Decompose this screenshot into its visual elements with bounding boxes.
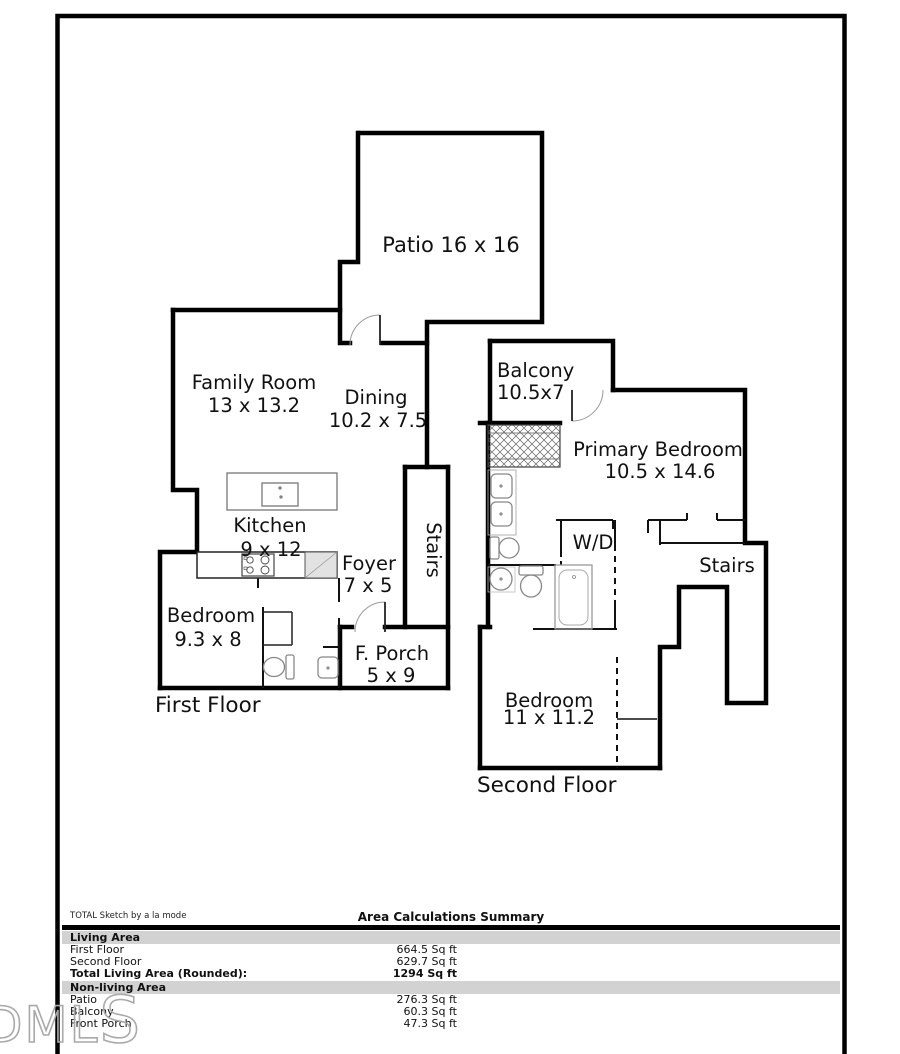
first-floor-interior-walls	[257, 578, 340, 688]
island-sink-icon	[261, 482, 299, 507]
label-bedroom2-dims: 11 x 11.2	[503, 706, 595, 729]
row-value: 47.3 Sq ft	[403, 1017, 457, 1030]
label-family-room: Family Room	[192, 371, 316, 394]
first-floor-bath	[262, 654, 339, 680]
row-value: 276.3 Sq ft	[396, 993, 457, 1006]
area-calculations-summary: TOTAL Sketch by a la mode Area Calculati…	[62, 908, 840, 1030]
second-floor-interior-walls	[488, 513, 745, 768]
table-row: Second Floor 629.7 Sq ft	[62, 956, 840, 968]
label-primary-bedroom: Primary Bedroom	[573, 438, 743, 461]
label-bedroom1-dims: 9.3 x 8	[174, 628, 241, 651]
label-bedroom2: Bedroom	[505, 689, 593, 712]
toilet-icon	[262, 654, 295, 680]
table-row: First Floor 664.5 Sq ft	[62, 944, 840, 956]
toilet2-icon	[518, 565, 544, 598]
first-floor-closet	[263, 611, 293, 646]
row-value: 60.3 Sq ft	[403, 1005, 457, 1018]
first-floor-walls	[157, 130, 545, 691]
label-family-room-dims: 13 x 13.2	[208, 394, 300, 417]
sink-icon	[317, 656, 339, 679]
stove-icon	[241, 553, 275, 577]
label-foyer-dims: 7 x 5	[344, 574, 393, 597]
label-primary-bedroom-dims: 10.5 x 14.6	[605, 460, 716, 483]
second-floor-walls	[477, 338, 769, 771]
row-label: First Floor	[70, 943, 125, 956]
section-header-living-area: Living Area	[62, 931, 840, 944]
shower-icon	[487, 424, 561, 468]
row-label: Second Floor	[70, 955, 142, 968]
label-wd: W/D	[573, 531, 614, 554]
row-label: Patio	[70, 993, 97, 1006]
label-balcony-dims: 10.5x7	[497, 381, 564, 404]
row-label: Total Living Area (Rounded):	[70, 967, 248, 980]
kitchen-island	[226, 472, 338, 511]
label-foyer: Foyer	[342, 552, 397, 575]
front-porch-door	[354, 601, 386, 633]
row-label: Balcony	[70, 1005, 114, 1018]
branding-text: TOTAL Sketch by a la mode	[70, 911, 187, 921]
divider-bar	[62, 925, 840, 930]
label-first-floor: First Floor	[155, 693, 261, 718]
table-row: Front Porch 47.3 Sq ft	[62, 1018, 840, 1030]
round-sink-icon	[487, 566, 516, 593]
kitchen-counter	[196, 551, 338, 579]
toilet-icon	[489, 536, 520, 560]
label-patio: Patio 16 x 16	[382, 233, 519, 257]
vanity-double-sink-icon	[487, 469, 517, 536]
bathtub-icon	[554, 564, 593, 630]
summary-title: Area Calculations Summary	[357, 910, 545, 924]
label-dining-dims: 10.2 x 7.5	[329, 409, 427, 432]
label-dining: Dining	[345, 386, 408, 409]
row-value: 1294 Sq ft	[392, 967, 457, 980]
second-floor-bath	[487, 424, 593, 630]
table-row-total: Total Living Area (Rounded): 1294 Sq ft	[62, 968, 840, 980]
row-value: 629.7 Sq ft	[396, 955, 457, 968]
summary-header: TOTAL Sketch by a la mode Area Calculati…	[62, 908, 840, 925]
label-kitchen-dims: 9 x 12	[240, 538, 301, 561]
table-row: Patio 276.3 Sq ft	[62, 994, 840, 1006]
label-stairs-second: Stairs	[699, 554, 755, 577]
label-front-porch: F. Porch	[355, 642, 429, 665]
row-value: 664.5 Sq ft	[396, 943, 457, 956]
row-label: Front Porch	[70, 1017, 132, 1030]
label-front-porch-dims: 5 x 9	[367, 664, 416, 687]
patio-door	[349, 314, 381, 346]
label-stairs-first: Stairs	[422, 522, 445, 578]
section-header-non-living-area: Non-living Area	[62, 981, 840, 994]
label-bedroom1: Bedroom	[167, 604, 255, 627]
balcony-door	[571, 389, 604, 422]
page-border	[55, 13, 847, 1054]
label-balcony: Balcony	[497, 359, 574, 382]
table-row: Balcony 60.3 Sq ft	[62, 1006, 840, 1018]
label-kitchen: Kitchen	[233, 514, 306, 537]
label-second-floor: Second Floor	[477, 773, 617, 798]
